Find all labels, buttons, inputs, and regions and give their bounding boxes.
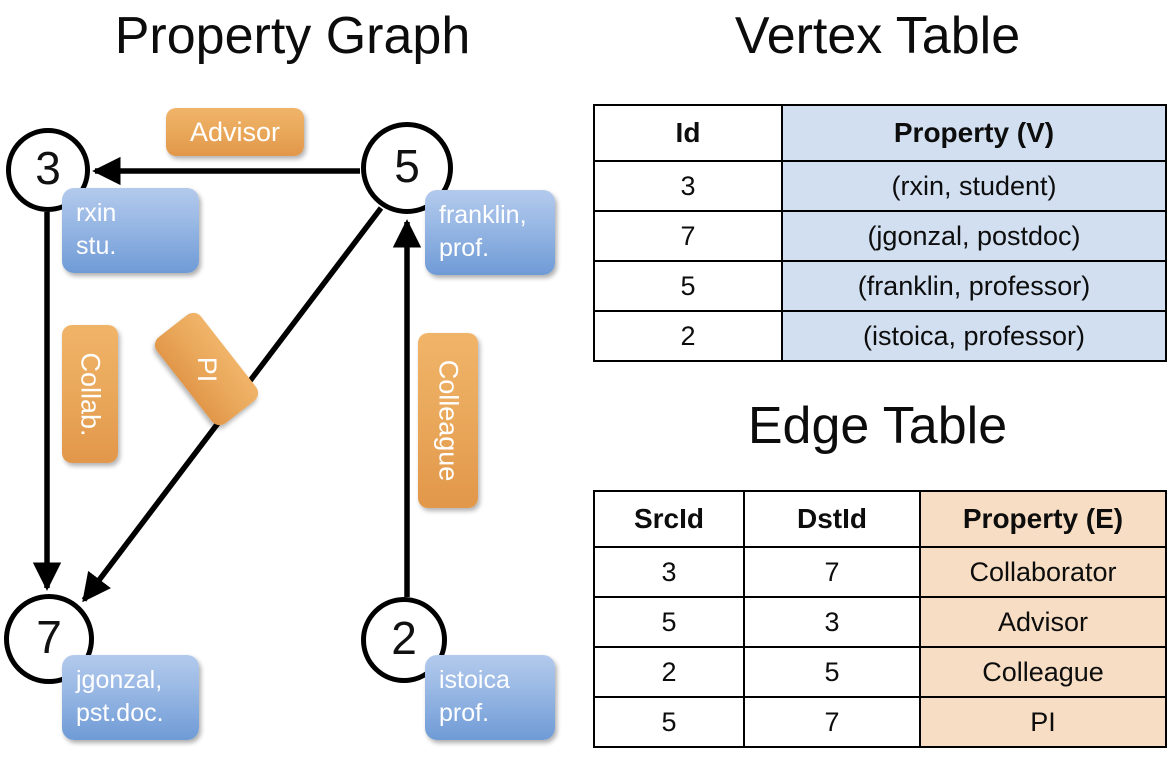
node-property-franklin-line2: prof. [439, 234, 490, 262]
edge-label-collab: Collab. [62, 325, 118, 463]
table-row[interactable]: 3 7 Collaborator [593, 546, 1167, 598]
graph-node-2-label: 2 [391, 612, 417, 664]
vertex-row-1-property: (jgonzal, postdoc) [781, 210, 1167, 262]
vertex-row-2-property: (franklin, professor) [781, 260, 1167, 312]
node-property-jgonzal-line2: pst.doc. [76, 699, 164, 727]
edge-row-1-dst: 3 [743, 596, 921, 648]
vertex-row-3-id: 2 [593, 310, 783, 362]
page-title-property-graph: Property Graph [114, 7, 471, 65]
node-property-box-jgonzal: jgonzal, pst.doc. [62, 655, 199, 740]
node-property-box-rxin: rxin stu. [62, 188, 199, 273]
table-row[interactable]: 2 5 Colleague [593, 646, 1167, 698]
table-row[interactable]: 2 (istoica, professor) [593, 310, 1167, 362]
edge-row-0-dst: 7 [743, 546, 921, 598]
edge-label-pi-text: PI [191, 356, 222, 382]
table-row[interactable]: 7 (jgonzal, postdoc) [593, 210, 1167, 262]
graph-node-5[interactable]: 5 [361, 122, 453, 214]
page-title-vertex-table: Vertex Table [734, 7, 1021, 65]
edge-row-1-property: Advisor [919, 596, 1167, 648]
node-property-jgonzal-line1: jgonzal, [76, 666, 163, 694]
edge-row-2-src: 2 [593, 646, 745, 698]
edge-label-colleague: Colleague [418, 333, 478, 508]
edge-label-advisor-text: Advisor [189, 116, 281, 147]
node-property-rxin-line1: rxin [76, 199, 117, 227]
page-title-edge-table: Edge Table [747, 397, 1008, 455]
edge-row-3-src: 5 [593, 696, 745, 748]
edge-row-3-dst: 7 [743, 696, 921, 748]
vertex-row-0-property: (rxin, student) [781, 160, 1167, 212]
property-graph-diagram: 3 5 7 2 rxin stu. franklin, prof. jgonza… [4, 108, 555, 740]
node-property-rxin-line2: stu. [76, 232, 117, 260]
edge-label-collab-text: Collab. [75, 351, 106, 437]
node-property-istoica-line1: istoica [439, 666, 510, 694]
vertex-row-2-id: 5 [593, 260, 783, 312]
vertex-table-header-id: Id [593, 104, 783, 162]
graph-node-2[interactable]: 2 [361, 597, 447, 683]
vertex-table-header-row: Id Property (V) [593, 104, 1167, 162]
node-property-franklin-line1: franklin, [439, 201, 527, 229]
node-property-istoica-line2: prof. [439, 699, 490, 727]
node-property-box-istoica: istoica prof. [425, 655, 555, 740]
edge-table-header-row: SrcId DstId Property (E) [593, 490, 1167, 548]
table-row[interactable]: 3 (rxin, student) [593, 160, 1167, 212]
edge-row-2-property: Colleague [919, 646, 1167, 698]
edge-label-advisor: Advisor [166, 108, 304, 156]
edge-table-header-srcid: SrcId [593, 490, 745, 548]
vertex-table: Id Property (V) 3 (rxin, student) 7 (jgo… [593, 104, 1167, 362]
vertex-table-header-property: Property (V) [781, 104, 1167, 162]
edge-table-header-dstid: DstId [743, 490, 921, 548]
table-row[interactable]: 5 3 Advisor [593, 596, 1167, 648]
graph-node-5-label: 5 [394, 140, 420, 192]
graph-node-3-label: 3 [35, 142, 61, 194]
edge-row-2-dst: 5 [743, 646, 921, 698]
vertex-row-3-property: (istoica, professor) [781, 310, 1167, 362]
edge-row-3-property: PI [919, 696, 1167, 748]
graph-node-7-label: 7 [36, 611, 62, 663]
vertex-row-0-id: 3 [593, 160, 783, 212]
node-property-box-franklin: franklin, prof. [425, 190, 555, 275]
table-row[interactable]: 5 (franklin, professor) [593, 260, 1167, 312]
table-row[interactable]: 5 7 PI [593, 696, 1167, 748]
edge-row-0-property: Collaborator [919, 546, 1167, 598]
edge-table-header-property: Property (E) [919, 490, 1167, 548]
vertex-row-1-id: 7 [593, 210, 783, 262]
edge-table: SrcId DstId Property (E) 3 7 Collaborato… [593, 490, 1167, 748]
edge-row-0-src: 3 [593, 546, 745, 598]
edge-label-colleague-text: Colleague [433, 359, 464, 482]
edge-row-1-src: 5 [593, 596, 745, 648]
